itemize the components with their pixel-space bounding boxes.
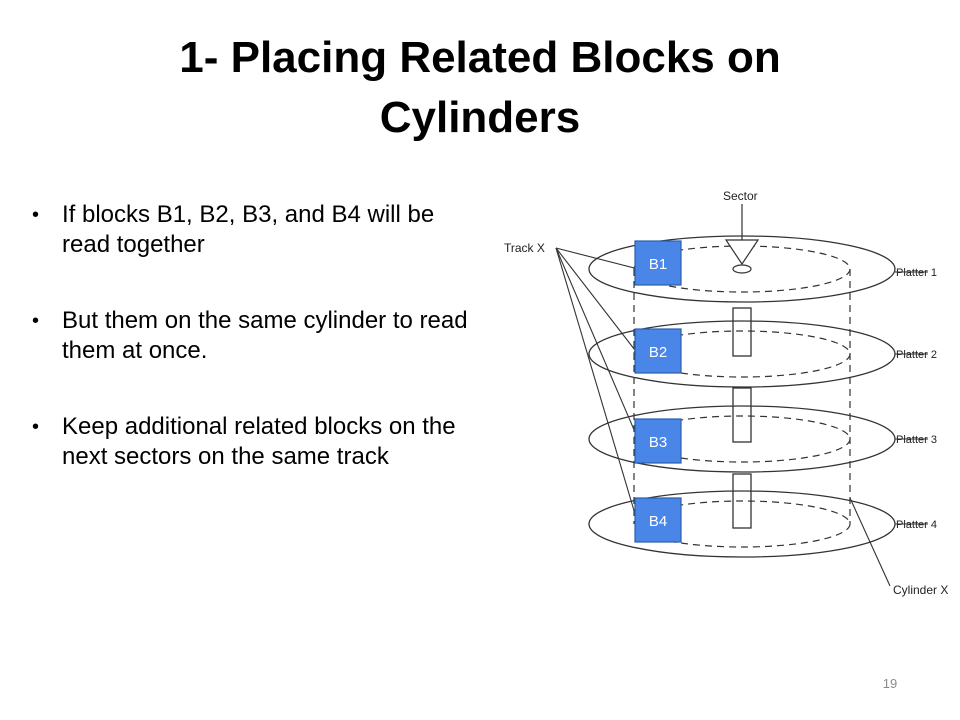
block-b2-label: B2 xyxy=(649,344,667,361)
disk-cylinder-diagram: Sector Track X Platter 1 Platter 2 Platt… xyxy=(504,189,948,597)
page-number: 19 xyxy=(882,676,898,691)
bullet-text: But them on the same cylinder to read th… xyxy=(62,307,468,364)
sector-wedge-icon xyxy=(724,239,760,266)
platter-3-label: Platter 3 xyxy=(896,434,937,446)
slide-title: 1- Placing Related Blocks on Cylinders xyxy=(179,33,781,142)
block-b2: B2 xyxy=(634,328,682,374)
bullet-text: Keep additional related blocks on the ne… xyxy=(62,413,456,470)
spindle-segment xyxy=(732,387,752,443)
block-b3: B3 xyxy=(634,418,682,464)
sector-label: Sector xyxy=(723,189,758,203)
bullet-item: • Keep additional related blocks on the n… xyxy=(28,412,468,472)
block-b1: B1 xyxy=(634,240,682,286)
cylinder-label: Cylinder X xyxy=(893,583,948,597)
track-leader-line xyxy=(555,247,639,525)
block-b1-label: B1 xyxy=(649,256,667,273)
bullet-text: If blocks B1, B2, B3, and B4 will be rea… xyxy=(62,201,435,258)
platter-2-label: Platter 2 xyxy=(896,349,937,361)
bullet-icon: • xyxy=(32,204,40,226)
track-label: Track X xyxy=(504,241,545,255)
cylinder-leader-line xyxy=(849,497,891,587)
bullet-item: • But them on the same cylinder to read t… xyxy=(28,306,468,366)
sector-mark xyxy=(732,264,752,274)
track-leader-line xyxy=(555,247,639,440)
bullet-icon: • xyxy=(32,310,40,332)
track-leader-line xyxy=(555,247,639,270)
spindle-segment xyxy=(732,307,752,357)
platter-1-label: Platter 1 xyxy=(896,267,937,279)
platter-4-label: Platter 4 xyxy=(896,519,937,531)
block-b4: B4 xyxy=(634,497,682,543)
block-b4-label: B4 xyxy=(649,513,667,530)
bullet-list: • If blocks B1, B2, B3, and B4 will be re… xyxy=(28,200,468,518)
track-leader-line xyxy=(555,247,639,355)
bullet-item: • If blocks B1, B2, B3, and B4 will be re… xyxy=(28,200,468,260)
bullet-icon: • xyxy=(32,416,40,438)
block-b3-label: B3 xyxy=(649,434,667,451)
